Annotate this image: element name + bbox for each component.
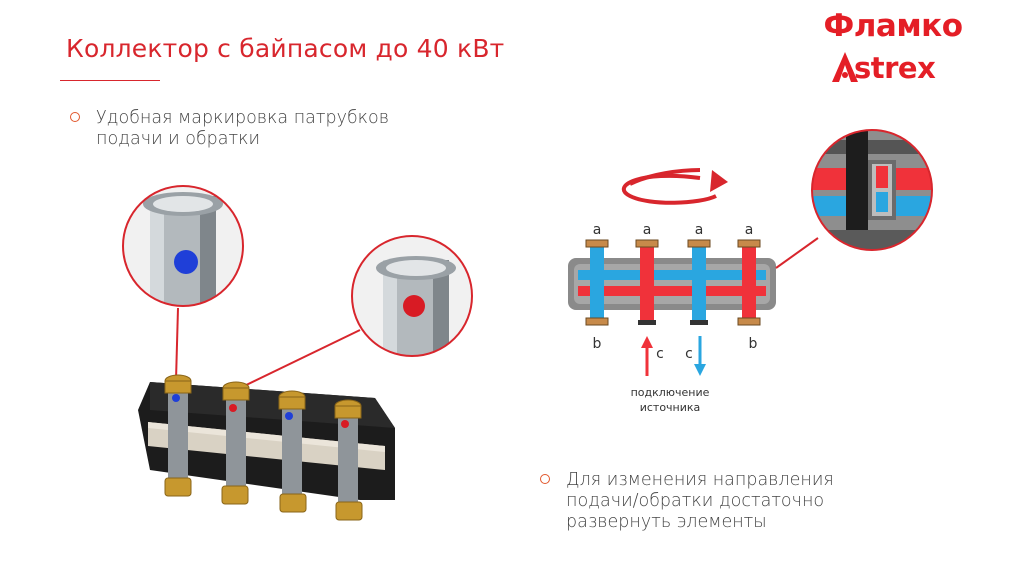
zoom-blue-dot — [122, 185, 244, 307]
bullet-marking: Удобная маркировка патрубков подачи и об… — [70, 108, 476, 150]
bullet-circle-icon — [70, 112, 80, 122]
zoom-valve-detail — [811, 129, 933, 251]
arrow-down-icon — [694, 336, 706, 376]
rotate-arrow-icon — [621, 168, 728, 205]
bullet-direction-line1: Для изменения направления — [566, 470, 834, 490]
page-title: Коллектор с байпасом до 40 кВт — [66, 34, 505, 63]
bullet-circle-icon — [540, 474, 550, 484]
logo-astrex: strex — [854, 51, 936, 85]
label-c-return: c — [685, 346, 693, 362]
zoom-red-dot — [351, 235, 473, 357]
label-b-left: b — [593, 336, 602, 352]
source-label-line2: источника — [640, 401, 701, 414]
logo-flamco: Фламко — [823, 8, 963, 44]
bullet-direction: Для изменения направления подачи/обратки… — [540, 470, 886, 533]
title-underline — [60, 80, 160, 81]
bullet-direction-line3: развернуть элементы — [566, 512, 767, 532]
bullet-direction-line2: подачи/обратки достаточно — [566, 491, 825, 511]
arrow-up-icon — [641, 336, 653, 376]
label-a3: a — [695, 222, 704, 238]
label-c-supply: c — [656, 346, 664, 362]
bullet-marking-line1: Удобная маркировка патрубков — [96, 108, 390, 128]
manifold-photo — [138, 307, 395, 521]
bullet-marking-line2: подачи и обратки — [96, 129, 261, 149]
label-a2: a — [643, 222, 652, 238]
brand-logo: Фламко strex — [808, 8, 978, 88]
schematic-diagram: a a a a b b c c подключение источника — [568, 222, 819, 414]
label-a4: a — [745, 222, 754, 238]
label-a1: a — [593, 222, 602, 238]
label-b-right: b — [749, 336, 758, 352]
source-label-line1: подключение — [631, 386, 710, 399]
logo-a-icon — [832, 52, 858, 82]
